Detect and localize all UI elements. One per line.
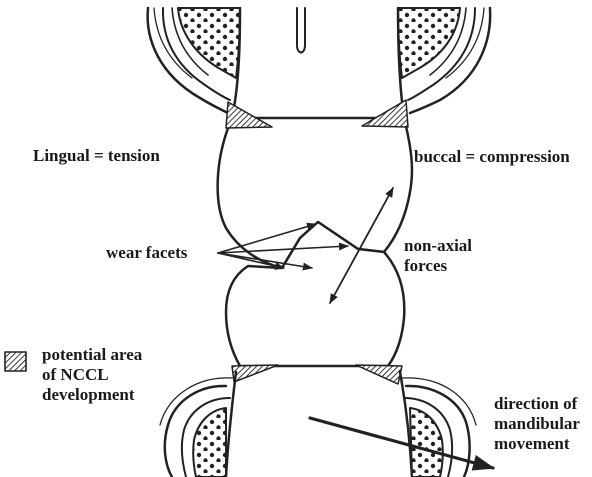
upper-root: [232, 8, 404, 118]
non-axial-label-line2: forces: [404, 256, 447, 275]
lower-left-bone: [160, 378, 232, 477]
upper-left-bone: [148, 8, 240, 113]
mandibular-label-line3: movement: [494, 434, 570, 453]
lingual-label: Lingual = tension: [33, 146, 160, 165]
nccl-upper-left: [226, 102, 272, 128]
upper-root-canal: [297, 8, 305, 53]
mandibular-movement-arrow: [310, 418, 493, 468]
non-axial-label-line1: non-axial: [404, 236, 472, 255]
lower-root: [226, 372, 412, 477]
buccal-label: buccal = compression: [414, 147, 570, 166]
nccl-lower-right: [356, 365, 402, 384]
legend-hatch-swatch: [5, 352, 26, 371]
legend-label-line3: development: [42, 385, 135, 404]
wear-facets-label: wear facets: [106, 243, 187, 262]
legend-label-line1: potential area: [42, 345, 142, 364]
mandibular-label-line1: direction of: [494, 394, 577, 413]
nccl-lower-left: [232, 365, 278, 382]
mandibular-label-line2: mandibular: [494, 414, 580, 433]
upper-right-bone: [398, 8, 490, 113]
lower-right-bone: [402, 378, 476, 477]
nccl-upper-right: [362, 100, 408, 127]
legend-label-line2: of NCCL: [42, 365, 109, 384]
